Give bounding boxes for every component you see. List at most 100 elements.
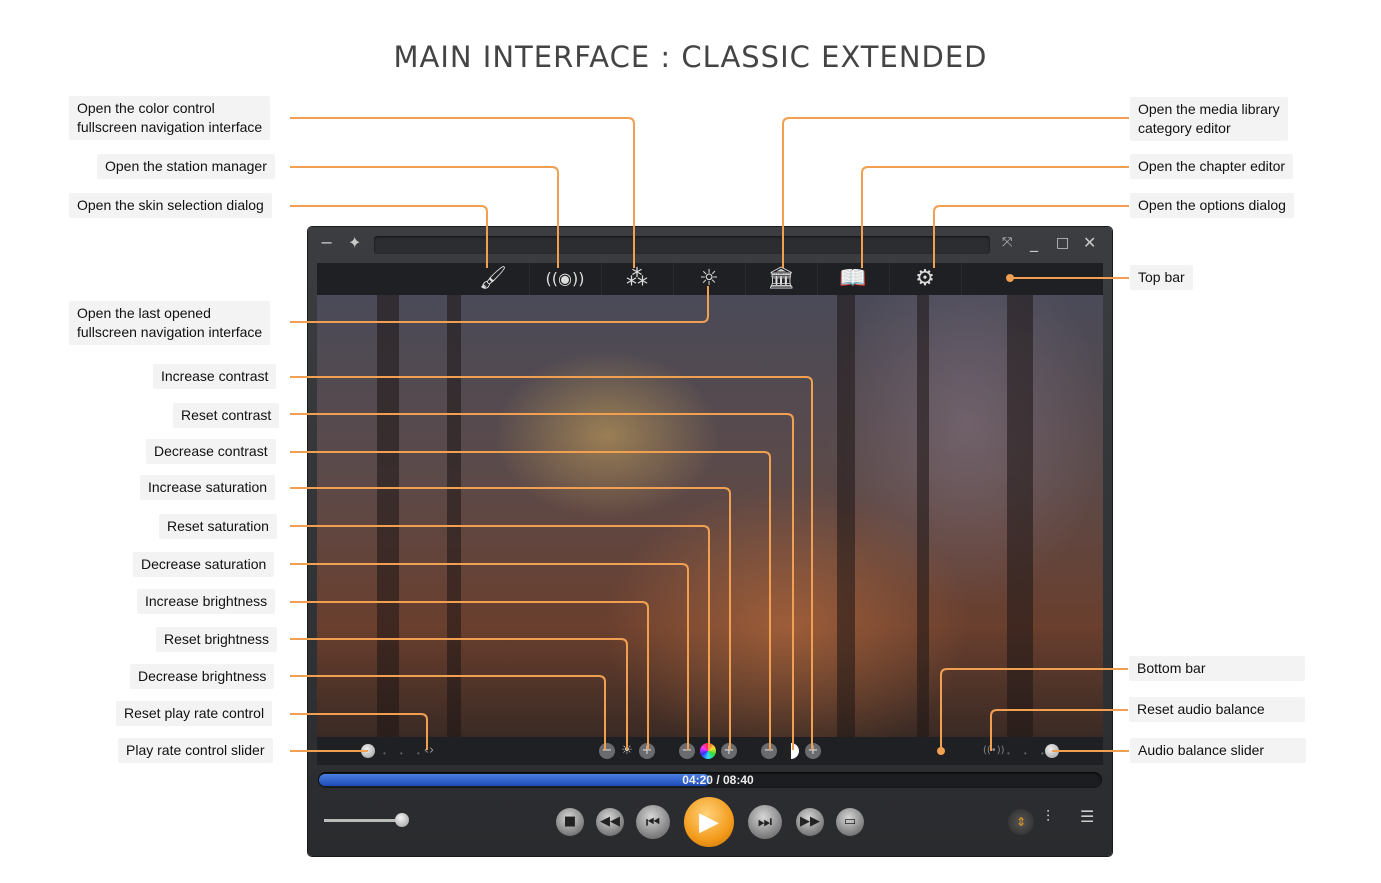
open-file-button[interactable]: ▭: [836, 808, 864, 836]
label-line: Open the color control: [77, 100, 215, 116]
media-player-window: − ✦ ⤧ _ □ ✕ 🖌 ((◉)) ⁂ ☼ 🏛 📖 ⚙ • • • ‹› −…: [308, 227, 1112, 856]
video-tree: [837, 295, 855, 737]
label-decrease-brightness: Decrease brightness: [130, 664, 275, 689]
plus-icon: +: [723, 743, 735, 758]
video-area[interactable]: [317, 295, 1103, 737]
brightness-icon: ☀: [621, 743, 633, 758]
label-bottom-bar: Bottom bar: [1129, 656, 1305, 681]
reset-audio-balance-button[interactable]: ((•)): [983, 743, 1005, 759]
label-reset-play-rate: Reset play rate control: [116, 701, 273, 726]
increase-brightness-button[interactable]: +: [639, 743, 655, 759]
pin-icon[interactable]: ✦: [348, 233, 362, 252]
label-decrease-contrast: Decrease contrast: [146, 439, 276, 464]
decrease-saturation-button[interactable]: −: [679, 743, 695, 759]
plus-icon: +: [641, 743, 653, 758]
increase-saturation-button[interactable]: +: [721, 743, 737, 759]
video-tree: [447, 295, 461, 737]
audio-balance-track[interactable]: • • •: [1007, 749, 1050, 758]
skin-selection-button[interactable]: 🖌: [457, 263, 530, 295]
next-button[interactable]: ⏭: [748, 805, 782, 839]
label-reset-brightness: Reset brightness: [156, 627, 278, 652]
play-button[interactable]: ▶: [684, 797, 734, 847]
seek-bar-fill: [319, 774, 710, 786]
station-manager-button[interactable]: ((◉)): [529, 263, 602, 295]
label-station-manager: Open the station manager: [97, 154, 275, 179]
time-separator: /: [712, 773, 723, 787]
rewind-button[interactable]: ◀◀: [596, 808, 624, 836]
bottom-bar: • • • ‹› − ☀ + − + − + ((•)) • • •: [317, 737, 1103, 765]
previous-button[interactable]: ⏮: [636, 805, 670, 839]
page-title: MAIN INTERFACE : CLASSIC EXTENDED: [393, 40, 988, 74]
chapter-editor-button[interactable]: 📖: [817, 263, 890, 295]
last-nav-button[interactable]: ☼: [673, 263, 746, 295]
label-last-nav: Open the last opened fullscreen navigati…: [69, 301, 271, 345]
next-icon: ⏭: [757, 812, 773, 831]
label-audio-balance-slider: Audio balance slider: [1130, 738, 1306, 763]
label-reset-contrast: Reset contrast: [173, 403, 280, 428]
audio-balance-slider-knob[interactable]: [1045, 744, 1059, 758]
label-options-dialog: Open the options dialog: [1130, 193, 1294, 218]
fast-forward-icon: ▶▶: [800, 814, 820, 829]
decrease-brightness-button[interactable]: −: [599, 743, 615, 759]
video-tree: [377, 295, 399, 737]
minus-icon: −: [681, 743, 693, 758]
options-button[interactable]: ⚙: [889, 263, 962, 295]
plus-icon: +: [807, 743, 819, 758]
reset-saturation-button[interactable]: [700, 743, 716, 759]
video-tree: [1007, 295, 1033, 737]
book-edit-icon: 📖: [839, 266, 867, 291]
label-line: fullscreen navigation interface: [77, 324, 263, 340]
current-time: 04:20: [682, 773, 713, 787]
volume-fill: [324, 819, 402, 822]
volume-knob[interactable]: [395, 813, 409, 827]
minimize-icon[interactable]: _: [1030, 233, 1038, 252]
reset-brightness-button[interactable]: ☀: [619, 743, 635, 759]
seek-bar[interactable]: 04:20 / 08:40: [318, 772, 1102, 788]
rewind-icon: ◀◀: [600, 814, 620, 829]
top-bar: 🖌 ((◉)) ⁂ ☼ 🏛 📖 ⚙: [317, 263, 1103, 295]
play-rate-slider-knob[interactable]: [361, 744, 375, 758]
label-media-library-editor: Open the media library category editor: [1130, 97, 1288, 141]
decrease-contrast-button[interactable]: −: [761, 743, 777, 759]
play-rate-track[interactable]: • • •: [383, 749, 426, 758]
stop-button[interactable]: ■: [556, 808, 584, 836]
minimize-to-tray-icon[interactable]: −: [320, 233, 334, 252]
label-line: Open the media library: [1138, 101, 1280, 117]
fast-forward-button[interactable]: ▶▶: [796, 808, 824, 836]
color-control-button[interactable]: ⁂: [601, 263, 674, 295]
volume-slider[interactable]: [324, 813, 409, 827]
label-top-bar: Top bar: [1130, 265, 1193, 290]
label-reset-audio-balance: Reset audio balance: [1129, 697, 1305, 722]
reset-contrast-button[interactable]: [783, 743, 799, 759]
previous-icon: ⏮: [645, 812, 661, 831]
minus-icon: −: [601, 743, 613, 758]
brush-icon: 🖌: [479, 266, 507, 291]
label-line: fullscreen navigation interface: [77, 119, 263, 135]
toggle-bars-button[interactable]: ⇕: [1008, 809, 1034, 835]
close-icon[interactable]: ✕: [1083, 233, 1097, 252]
label-line: Open the last opened: [77, 305, 211, 321]
up-down-icon: ⇕: [1015, 815, 1027, 829]
label-increase-brightness: Increase brightness: [137, 589, 276, 614]
equalizer-icon[interactable]: ⫶: [1046, 807, 1051, 826]
rate-arrows-icon: ‹›: [423, 743, 435, 758]
increase-contrast-button[interactable]: +: [805, 743, 821, 759]
label-color-control: Open the color control fullscreen naviga…: [69, 96, 271, 140]
maximize-icon[interactable]: □: [1056, 235, 1070, 251]
playlist-icon[interactable]: ☰: [1080, 807, 1095, 826]
label-play-rate-slider: Play rate control slider: [118, 738, 273, 763]
library-edit-icon: 🏛: [767, 266, 795, 291]
video-tree: [917, 295, 929, 737]
minus-icon: −: [763, 743, 775, 758]
balance-icon: ((•)): [983, 745, 1005, 756]
media-library-editor-button[interactable]: 🏛: [745, 263, 818, 295]
title-field: [374, 236, 990, 254]
reset-play-rate-button[interactable]: ‹›: [421, 743, 437, 759]
label-decrease-saturation: Decrease saturation: [133, 552, 275, 577]
broadcast-icon: ((◉)): [545, 269, 585, 288]
label-skin-selection: Open the skin selection dialog: [69, 193, 272, 218]
stop-icon: ■: [563, 814, 577, 829]
label-increase-saturation: Increase saturation: [140, 475, 276, 500]
gear-icon: ⚙: [915, 266, 935, 291]
fullscreen-icon[interactable]: ⤧: [1002, 235, 1013, 250]
